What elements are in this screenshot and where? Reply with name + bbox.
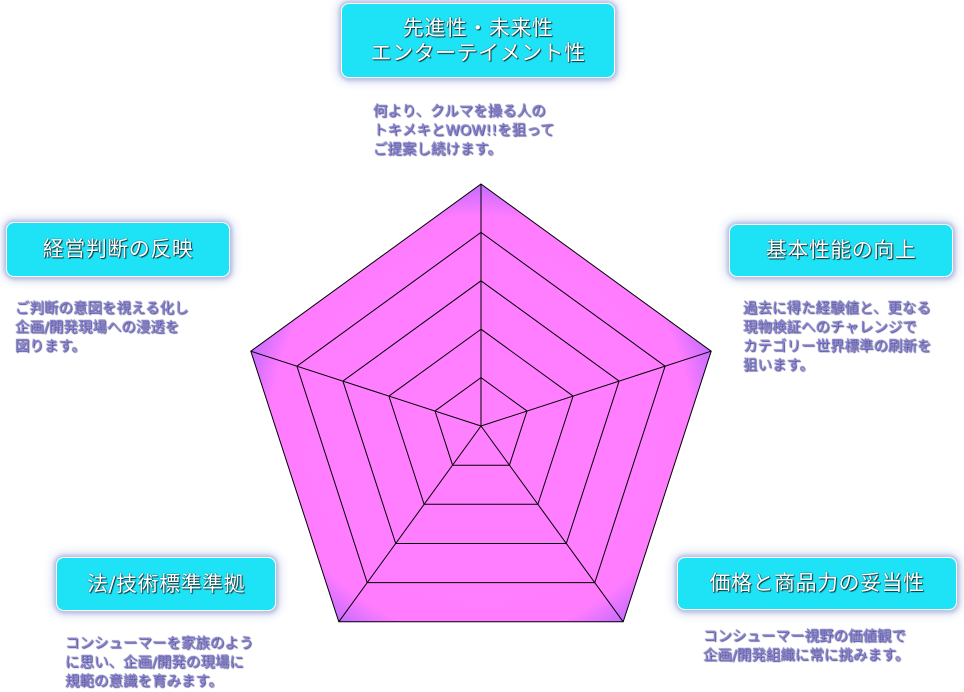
desc-line: 規範の意識を育みます。 bbox=[65, 674, 224, 690]
axis-bottom-left-title-line-1: 法/技術標準準拠 bbox=[86, 571, 246, 596]
radar-ring-5 bbox=[250, 183, 712, 623]
axis-right-title-line-1: 基本性能の向上 bbox=[765, 238, 917, 262]
desc-line: トキメキとWOW!!を狙って bbox=[373, 123, 555, 139]
radar-ring-2 bbox=[388, 328, 574, 505]
radar-ring-1 bbox=[434, 376, 528, 466]
desc-line: 過去に得た経験値と、更なる bbox=[743, 301, 931, 317]
desc-line: コンシューマーを家族のよう bbox=[65, 636, 254, 652]
desc-line: に思い、企画/開発の現場に bbox=[65, 655, 244, 671]
axis-right-description: 過去に得た経験値と、更なる 現物検証へのチャレンジで カテゴリー世界標準の刷新を… bbox=[743, 300, 932, 376]
radar-spoke-2 bbox=[480, 350, 712, 427]
desc-line: ご判断の意図を視える化し bbox=[15, 301, 189, 317]
axis-top-title: 先進性・未来性 エンターテイメント性 bbox=[342, 4, 614, 77]
axis-bottom-left-title: 法/技術標準準拠 bbox=[57, 558, 275, 610]
axis-bottom-left-description: コンシューマーを家族のよう に思い、企画/開発の現場に 規範の意識を育みます。 bbox=[65, 635, 254, 692]
radar-ring-3 bbox=[342, 280, 620, 544]
radar-grid bbox=[250, 183, 712, 623]
axis-top-title-line-2: エンターテイメント性 bbox=[370, 40, 586, 65]
axis-right-title: 基本性能の向上 bbox=[730, 225, 952, 276]
desc-line: 何より、クルマを操る人の bbox=[373, 104, 546, 120]
radar-spoke-4 bbox=[338, 425, 482, 623]
axis-left-description: ご判断の意図を視える化し 企画/開発現場への浸透を 図ります。 bbox=[15, 300, 189, 357]
desc-line: 図ります。 bbox=[15, 339, 87, 355]
desc-line: カテゴリー世界標準の刷新を bbox=[743, 339, 932, 355]
desc-line: 企画/開発現場への浸透を bbox=[15, 320, 180, 336]
desc-line: 狙います。 bbox=[743, 358, 815, 374]
desc-line: 企画/開発組織に常に挑みます。 bbox=[703, 648, 910, 664]
axis-bottom-right-description: コンシューマー視野の価値観で 企画/開発組織に常に挑みます。 bbox=[703, 628, 909, 666]
axis-bottom-right-title-line-1: 価格と商品力の妥当性 bbox=[709, 571, 925, 595]
axis-bottom-right-title: 価格と商品力の妥当性 bbox=[678, 558, 956, 609]
radar-spoke-5 bbox=[250, 350, 482, 427]
desc-line: ご提案し続けます。 bbox=[373, 142, 503, 158]
axis-left-title-line-1: 経営判断の反映 bbox=[42, 237, 194, 261]
axis-left-title: 経営判断の反映 bbox=[7, 223, 229, 276]
radar-spoke-3 bbox=[480, 425, 624, 623]
desc-line: コンシューマー視野の価値観で bbox=[703, 629, 906, 645]
desc-line: 現物検証へのチャレンジで bbox=[743, 320, 917, 336]
axis-top-description: 何より、クルマを操る人の トキメキとWOW!!を狙って ご提案し続けます。 bbox=[373, 103, 555, 160]
radar-ring-4 bbox=[296, 231, 666, 584]
axis-top-title-line-1: 先進性・未来性 bbox=[402, 15, 554, 40]
